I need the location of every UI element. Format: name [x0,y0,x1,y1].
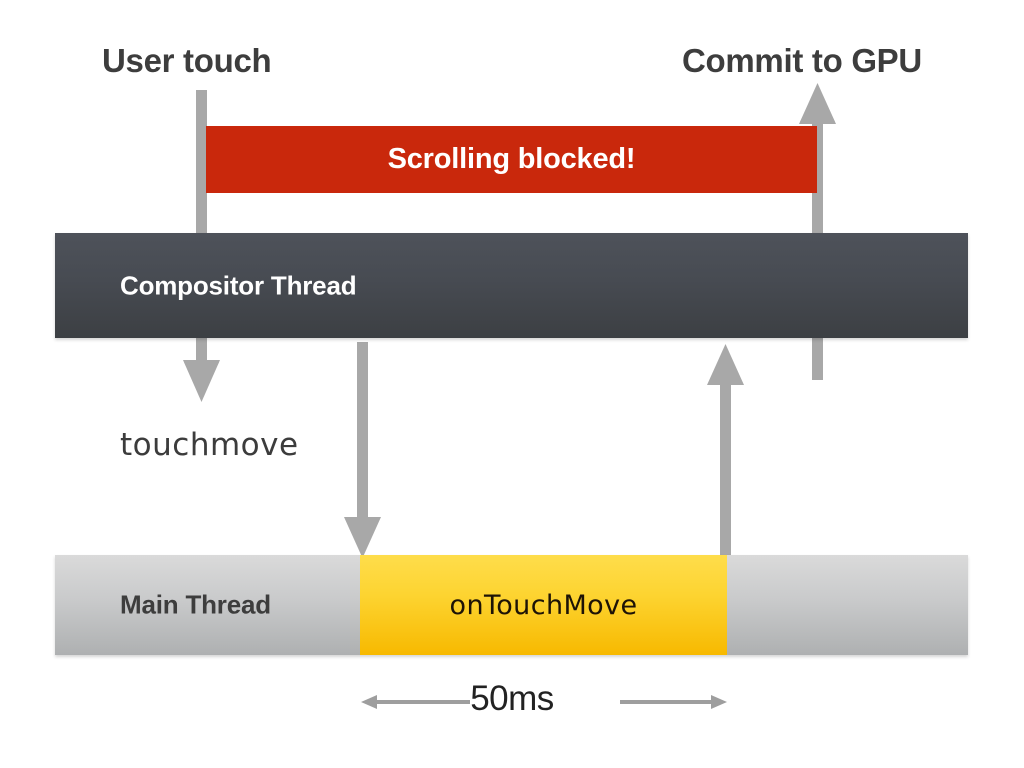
scrolling-blocked-label: Scrolling blocked! [387,143,636,175]
ontouchmove-label: onTouchMove [449,589,638,621]
main-thread-label: Main Thread [120,589,271,620]
arrow-up-icon-main-to-compositor [707,344,744,555]
touchmove-event-label: touchmove [120,427,299,463]
scrolling-blocked-bar: Scrolling blocked! [206,126,817,193]
main-thread-lane: Main Thread onTouchMove [55,555,968,655]
commit-to-gpu-label: Commit to GPU [682,42,922,79]
arrow-down-icon-touchmove [344,342,381,558]
compositor-thread-lane: Compositor Thread [55,233,968,338]
compositor-thread-label: Compositor Thread [120,270,357,300]
user-touch-label: User touch [102,42,272,79]
ontouchmove-task-block: onTouchMove [360,555,727,655]
duration-50ms-label: 50ms [470,679,554,718]
